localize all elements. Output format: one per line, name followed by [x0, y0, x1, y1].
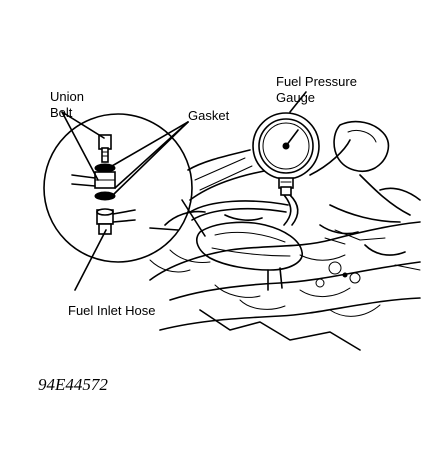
leader-lines	[61, 91, 307, 291]
detail-inset	[43, 113, 193, 263]
fuel-pressure-gauge	[252, 112, 320, 196]
fuel-pressure-gauge-label-line2: Gauge	[276, 90, 315, 105]
union-bolt-label-line1: Union	[50, 89, 84, 104]
engine-background	[149, 120, 421, 351]
gasket-label: Gasket	[188, 108, 230, 123]
fuel-pressure-gauge-label-line1: Fuel Pressure	[276, 74, 357, 89]
figure-code: 94E44572	[38, 375, 108, 394]
fuel-inlet-hose-label: Fuel Inlet Hose	[68, 303, 155, 318]
union-bolt-label-line2: Bolt	[50, 105, 73, 120]
